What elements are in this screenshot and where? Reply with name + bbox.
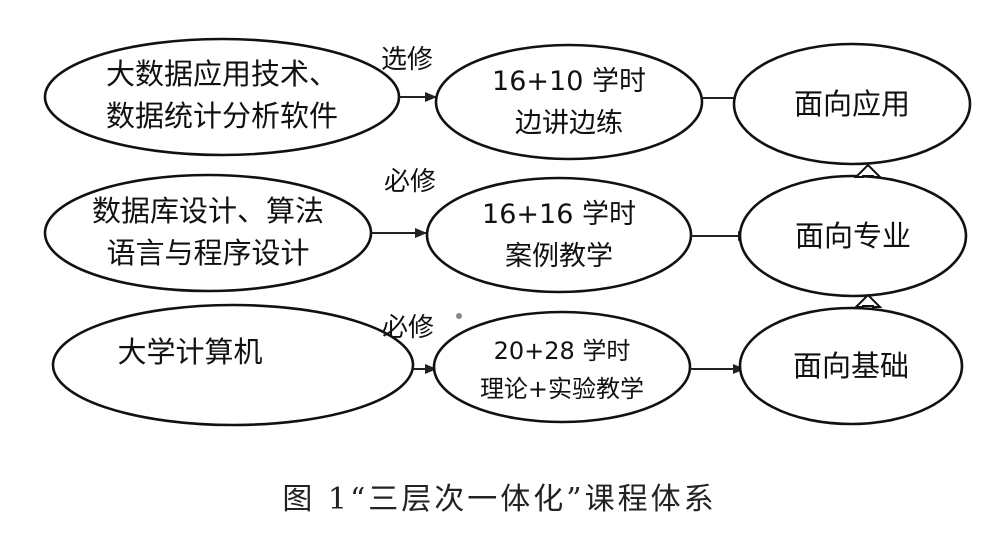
row-professional: 数据库设计、算法 语言与程序设计 必修 16+16 学时 案例教学 面向专业 xyxy=(43,167,968,298)
course-type-label: 选修 xyxy=(381,45,433,75)
hours-node-application xyxy=(434,43,704,161)
course-node-professional xyxy=(43,173,373,293)
goal-text: 面向基础 xyxy=(793,349,909,383)
hours-node-professional xyxy=(425,176,693,294)
method-text: 边讲边练 xyxy=(515,108,623,139)
row-foundation: 大学计算机 必修 20+28 学时 理论+实验教学 面向基础 xyxy=(51,303,964,427)
hours-text: 20+28 学时 xyxy=(494,337,631,365)
course-line-1: 大学计算机 xyxy=(117,335,262,369)
goal-node-professional xyxy=(738,174,968,298)
course-line-1: 大数据应用技术、 xyxy=(106,57,338,91)
scan-dot xyxy=(456,313,462,319)
hours-text: 16+10 学时 xyxy=(492,66,646,97)
goal-text: 面向专业 xyxy=(795,219,911,253)
hours-text: 16+16 学时 xyxy=(482,199,636,230)
up-arrow-icon xyxy=(853,163,883,178)
hours-node-foundation xyxy=(432,310,692,424)
course-node-foundation xyxy=(51,303,415,427)
goal-node-application xyxy=(732,42,972,166)
goal-text: 面向应用 xyxy=(794,87,910,121)
course-line-1: 数据库设计、算法 xyxy=(92,194,324,228)
goal-node-foundation xyxy=(738,306,964,426)
figure-caption: 图 1“三层次一体化”课程体系 xyxy=(282,482,717,517)
course-line-2: 数据统计分析软件 xyxy=(106,99,338,133)
course-type-label: 必修 xyxy=(384,167,436,197)
up-arrow-icon xyxy=(853,293,883,308)
method-text: 理论+实验教学 xyxy=(480,375,644,403)
row-application: 大数据应用技术、 数据统计分析软件 选修 16+10 学时 边讲边练 面向应用 xyxy=(43,37,972,166)
method-text: 案例教学 xyxy=(505,241,613,272)
course-line-2: 语言与程序设计 xyxy=(106,236,309,270)
course-type-label: 必修 xyxy=(382,313,434,343)
